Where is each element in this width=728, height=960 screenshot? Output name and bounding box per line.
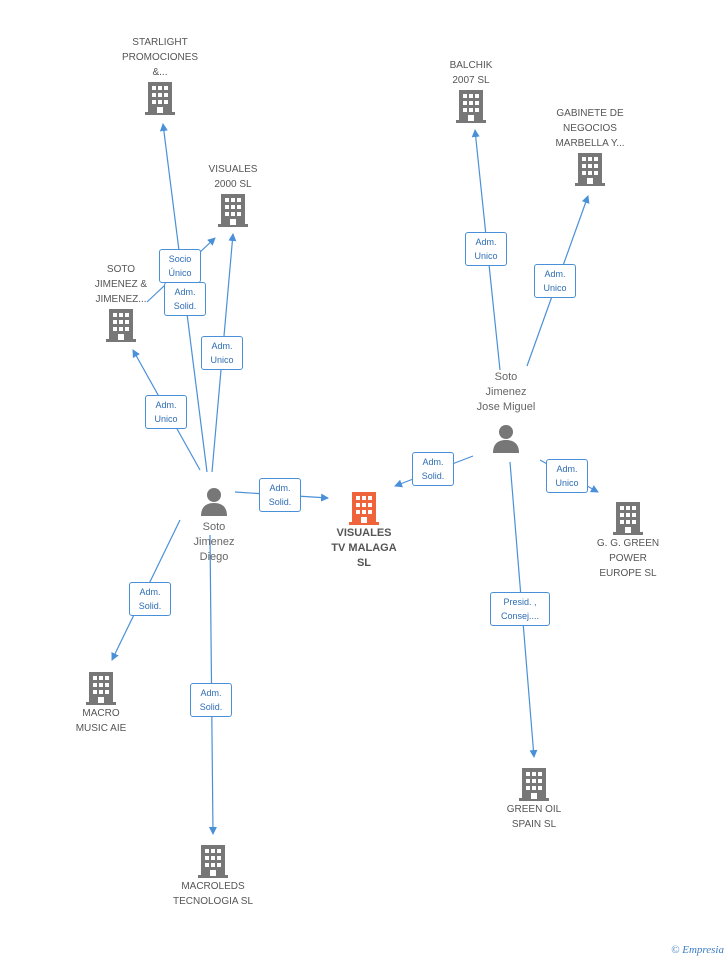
relation-badge[interactable]: Adm.Solid. (259, 478, 301, 512)
person-icon (201, 488, 227, 516)
relation-badge[interactable]: Adm.Unico (546, 459, 588, 493)
relation-badge[interactable]: Adm.Solid. (412, 452, 454, 486)
relation-badge[interactable]: Adm.Solid. (190, 683, 232, 717)
building-icon (145, 82, 175, 115)
brand-name: Empresia (682, 944, 724, 956)
copyright-icon: © (671, 944, 680, 956)
building-icon (613, 502, 643, 535)
relation-badge[interactable]: Adm.Unico (201, 336, 243, 370)
building-icon (86, 672, 116, 705)
building-icon (106, 309, 136, 342)
building-icon (519, 768, 549, 801)
relation-badge[interactable]: Presid. ,Consej.... (490, 592, 550, 626)
building-icon (218, 194, 248, 227)
building-icon (456, 90, 486, 123)
relation-badge[interactable]: Adm.Unico (465, 232, 507, 266)
relation-badge[interactable]: Adm.Unico (534, 264, 576, 298)
relation-badge[interactable]: Adm.Solid. (129, 582, 171, 616)
building-icon (198, 845, 228, 878)
brand-logo[interactable]: © Empresia (671, 944, 724, 956)
person-icon (493, 425, 519, 453)
relation-badge[interactable]: Adm.Solid. (164, 282, 206, 316)
building-icon (349, 492, 379, 525)
building-icon (575, 153, 605, 186)
relation-badge[interactable]: Adm.Unico (145, 395, 187, 429)
